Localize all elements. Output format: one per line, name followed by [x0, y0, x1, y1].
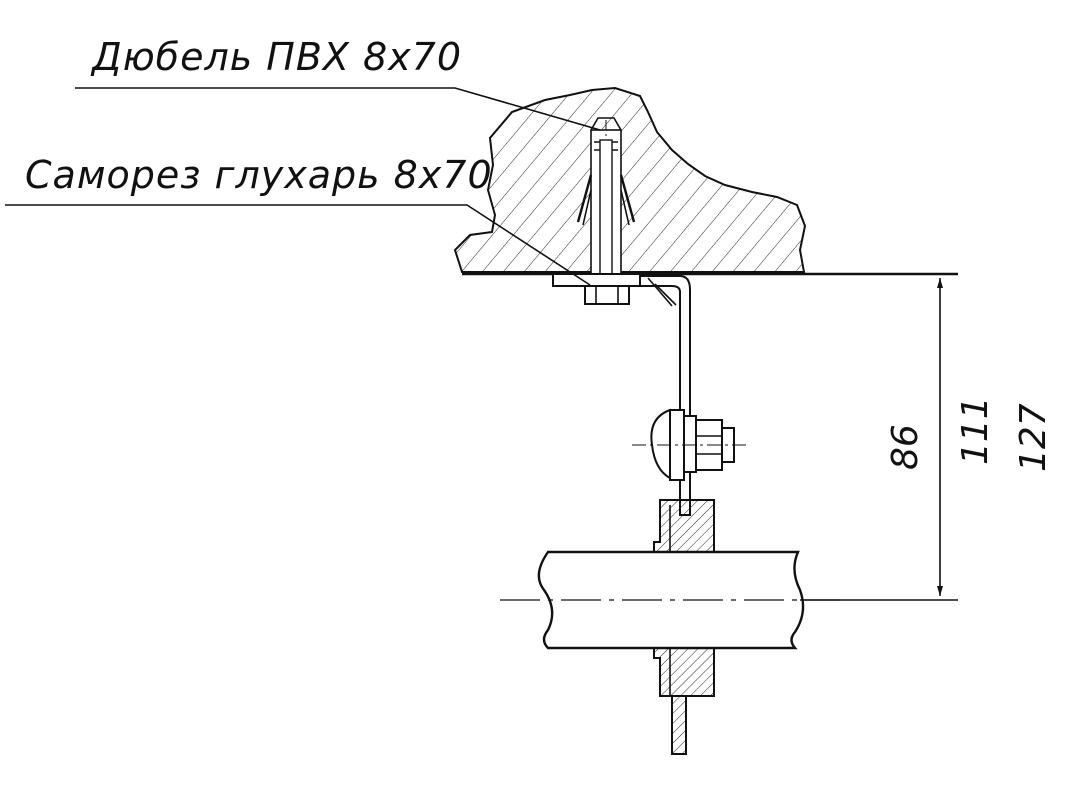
anchor-label: Дюбель ПВХ 8х70 [90, 35, 462, 79]
pipe [500, 550, 840, 650]
bolt-connection [632, 408, 748, 481]
dimension-86: 86 [885, 424, 926, 470]
screw-leader [5, 204, 591, 286]
screw-label: Саморез глухарь 8х70 [25, 153, 493, 197]
dimension-111: 111 [955, 396, 996, 465]
anchor-leader [75, 87, 601, 131]
wall-section [453, 86, 958, 276]
pipe-clamp [653, 499, 715, 755]
leader-lines [5, 87, 601, 286]
dimension-127: 127 [1013, 403, 1054, 472]
lag-screw [584, 139, 630, 305]
dimension-lines [800, 278, 958, 601]
